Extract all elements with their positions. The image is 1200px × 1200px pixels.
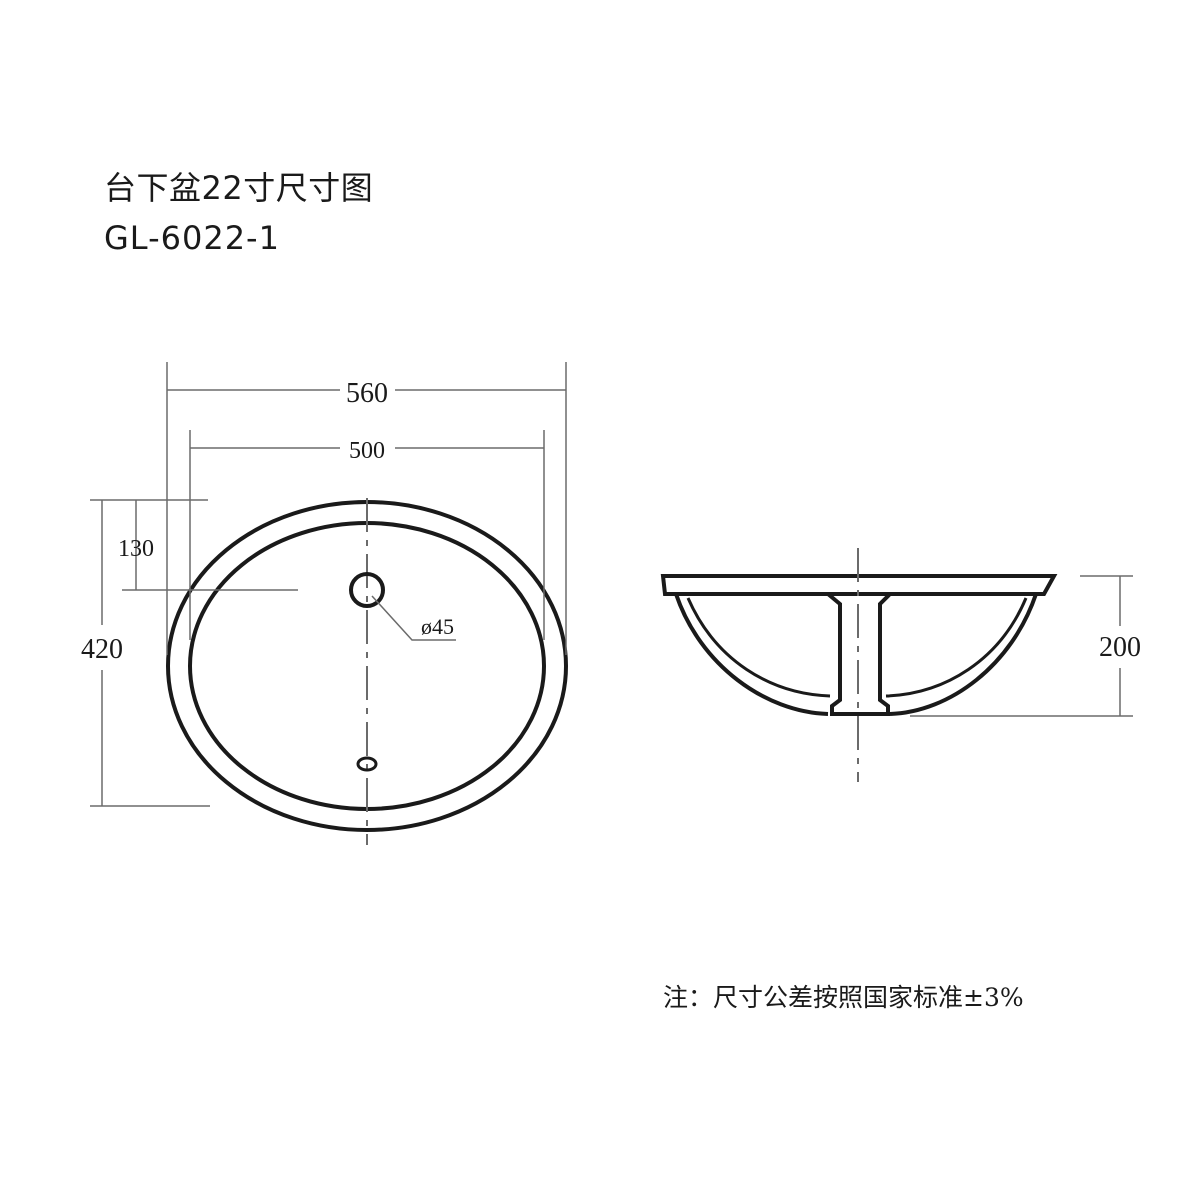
- model-number: GL-6022-1: [104, 219, 280, 257]
- side-outer-bowl-right: [889, 593, 1038, 716]
- hole-leader-line: [371, 595, 456, 641]
- side-rim: [660, 574, 1058, 596]
- inner-width-label: 500: [349, 438, 385, 464]
- tolerance-note: 注：尺寸公差按照国家标准±3%: [663, 983, 1024, 1012]
- overall-depth-label: 420: [81, 634, 123, 665]
- drawing-title: 台下盆22寸尺寸图: [104, 169, 374, 207]
- hole-offset-label: 130: [118, 536, 154, 562]
- drain-hole: [356, 756, 378, 772]
- top-view: ø45 560 500 420 130: [81, 362, 568, 845]
- side-inner-bowl-right: [885, 597, 1028, 698]
- faucet-hole: [349, 572, 385, 608]
- side-inner-bowl: [686, 597, 831, 698]
- overall-width-label: 560: [346, 378, 388, 409]
- hole-diameter-label: ø45: [421, 614, 454, 639]
- height-label: 200: [1099, 632, 1141, 663]
- side-outer-bowl: [674, 593, 829, 716]
- side-view: 200: [660, 548, 1141, 782]
- side-drain-stem: [826, 592, 892, 716]
